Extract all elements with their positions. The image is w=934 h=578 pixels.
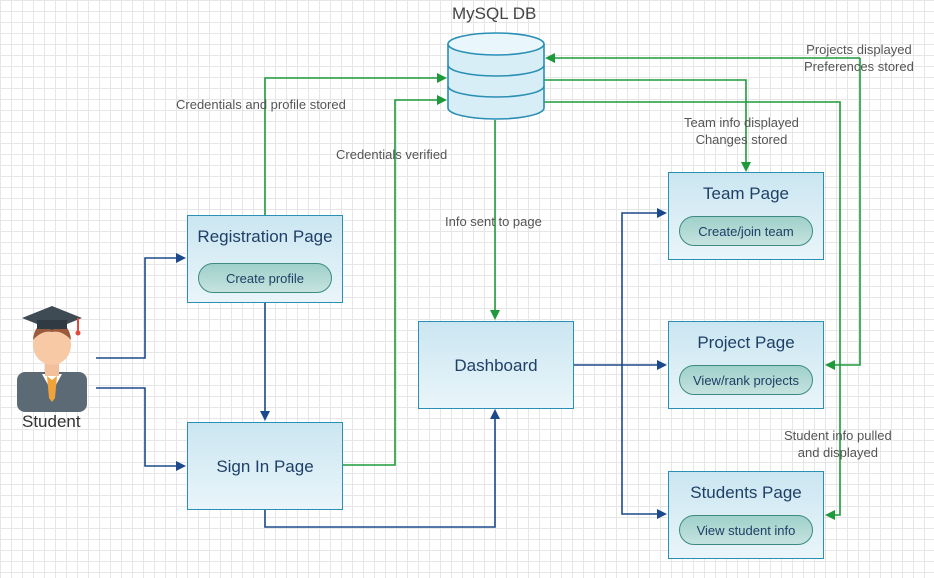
edge-student-to-registration	[96, 253, 186, 359]
student-avatar-icon	[17, 306, 87, 412]
database-label: MySQL DB	[452, 4, 537, 23]
students-page-box[interactable]: Students Page View student info	[668, 471, 824, 559]
label-projects-line2: Preferences stored	[804, 59, 914, 74]
edge-db-to-team	[543, 79, 751, 172]
dashboard-title: Dashboard	[454, 356, 538, 375]
students-page-title: Students Page	[690, 483, 802, 502]
project-page-title: Project Page	[697, 333, 795, 352]
team-page-box[interactable]: Team Page Create/join team	[668, 172, 824, 260]
view-student-info-button[interactable]: View student info	[679, 515, 813, 545]
create-join-team-button[interactable]: Create/join team	[679, 216, 813, 246]
label-info-sent: Info sent to page	[445, 214, 542, 229]
project-page-box[interactable]: Project Page View/rank projects	[668, 321, 824, 409]
edge-db-to-students	[543, 101, 841, 520]
label-student-info-line1: Student info pulled	[784, 428, 892, 443]
edge-dashboard-to-students	[621, 365, 667, 519]
view-rank-projects-button[interactable]: View/rank projects	[679, 365, 813, 395]
label-team-info-line2: Changes stored	[695, 132, 788, 147]
signin-page-title: Sign In Page	[216, 457, 314, 476]
team-page-title: Team Page	[703, 184, 789, 203]
dashboard-box[interactable]: Dashboard	[418, 321, 574, 409]
database-icon	[447, 32, 545, 120]
edge-db-to-project	[825, 58, 861, 370]
edge-signin-to-dashboard	[264, 409, 500, 528]
label-student-info: Student info pulled and displayed	[784, 427, 892, 461]
student-label: Student	[22, 412, 81, 431]
edge-registration-to-db	[264, 73, 447, 215]
label-projects: Projects displayed Preferences stored	[804, 41, 914, 75]
edge-dashboard-to-team	[621, 208, 667, 365]
label-team-info-line1: Team info displayed	[684, 115, 799, 130]
edge-student-to-signin	[96, 387, 186, 471]
label-team-info: Team info displayed Changes stored	[684, 114, 799, 148]
signin-page-box[interactable]: Sign In Page	[187, 422, 343, 510]
edge-signin-to-db	[343, 95, 447, 466]
label-student-info-line2: and displayed	[797, 445, 878, 460]
create-profile-button[interactable]: Create profile	[198, 263, 332, 293]
registration-page-title: Registration Page	[197, 227, 333, 246]
registration-page-box[interactable]: Registration Page Create profile	[187, 215, 343, 303]
label-projects-line1: Projects displayed	[806, 42, 912, 57]
label-credentials-stored: Credentials and profile stored	[176, 97, 346, 112]
label-credentials-verified: Credentials verified	[336, 147, 448, 162]
